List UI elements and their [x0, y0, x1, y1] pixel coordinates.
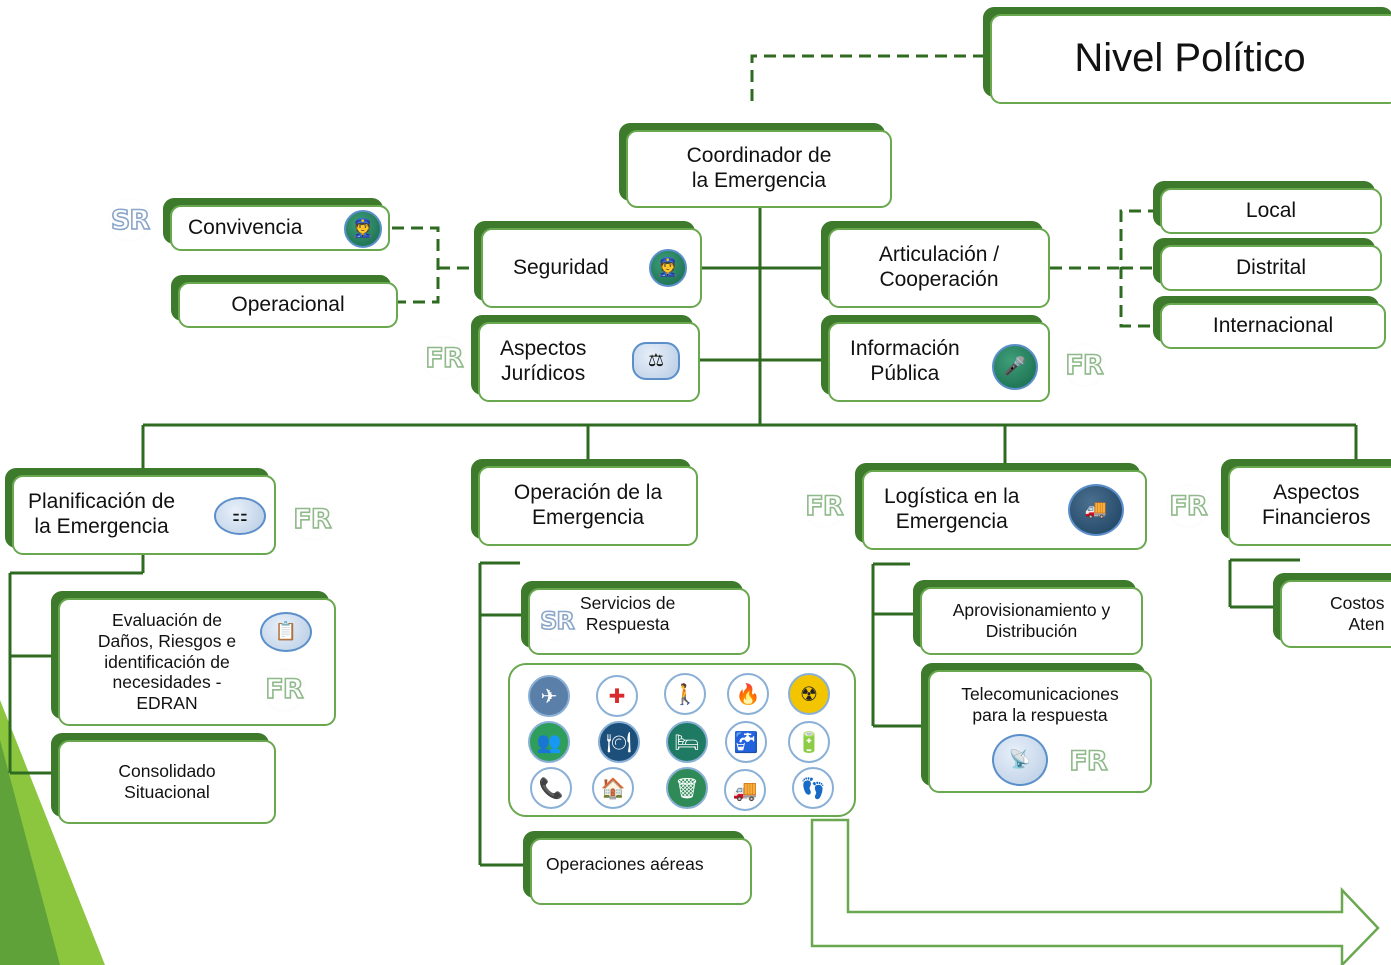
- fr-badge: FR: [1166, 484, 1210, 528]
- articulacion-node: Articulación / Cooperación: [828, 228, 1050, 308]
- aspectos-financieros-node: Aspectos Financieros: [1228, 466, 1391, 546]
- costos-label: Costos Aten: [1330, 593, 1385, 634]
- service-icons-panel: ✈ ✚ 🚶 🔥 ☢ 👥 🍽 🛏 🚰 🔋 📞 🏠 🗑 🚚 👣: [508, 663, 856, 817]
- coordinador-label: Coordinador de la Emergencia: [686, 144, 832, 192]
- telecom-icon: 📞: [530, 767, 572, 809]
- seguridad-label: Seguridad: [513, 255, 609, 279]
- fr-badge: FR: [262, 668, 306, 712]
- hazmat-icon: ☢: [788, 673, 830, 715]
- informacion-publica-label: Información Pública: [850, 337, 960, 385]
- aspectos-financieros-label: Aspectos Financieros: [1262, 481, 1371, 529]
- operaciones-aereas-node: Operaciones aéreas: [530, 838, 752, 905]
- community-icon: 👥: [528, 721, 570, 763]
- fr-badge: FR: [1066, 740, 1110, 784]
- servicios-respuesta-node: SR Servicios de Respuesta: [528, 588, 750, 655]
- flowchart-icon: ⚏: [214, 497, 266, 535]
- operacional-node: Operacional: [178, 282, 398, 328]
- fr-badge: FR: [802, 484, 846, 528]
- waste-icon: 🗑: [666, 767, 708, 809]
- edran-label: Evaluación de Daños, Riesgos e identific…: [97, 610, 237, 713]
- consolidado-node: Consolidado Situacional: [58, 740, 276, 824]
- fr-badge: FR: [290, 497, 334, 541]
- level-label: Distrital: [1235, 255, 1306, 279]
- informacion-publica-node: Información Pública 🎤: [828, 322, 1050, 402]
- page-title: Nivel Político: [1074, 36, 1306, 81]
- fr-badge: FR: [422, 336, 466, 380]
- convivencia-node: Convivencia 👮: [170, 205, 390, 251]
- police-officer-icon: 👮: [649, 249, 687, 287]
- housing-icon: 🏠: [592, 767, 634, 809]
- level-local-node: Local: [1160, 188, 1382, 234]
- logistica-label: Logística en la Emergencia: [884, 485, 1020, 533]
- servicios-respuesta-label: Servicios de Respuesta: [580, 592, 676, 634]
- police-officer-icon: 👮: [344, 210, 382, 248]
- nivel-politico-title-box: Nivel Político: [990, 14, 1391, 104]
- sr-badge: SR: [108, 198, 152, 242]
- costos-node: Costos Aten: [1280, 580, 1391, 648]
- energy-icon: 🔋: [788, 721, 830, 763]
- logistica-node: Logística en la Emergencia 🚚: [862, 470, 1147, 550]
- aprovisionamiento-node: Aprovisionamiento y Distribución: [920, 587, 1143, 655]
- health-icon: ✚: [596, 675, 638, 717]
- planificacion-node: Planificación de la Emergencia ⚏: [12, 475, 276, 555]
- water-icon: 🚰: [725, 721, 767, 763]
- coordinador-node: Coordinador de la Emergencia: [626, 130, 892, 208]
- telecomunicaciones-label: Telecomunicaciones para la respuesta: [961, 684, 1119, 725]
- fire-icon: 🔥: [727, 673, 769, 715]
- convivencia-label: Convivencia: [188, 215, 303, 239]
- seguridad-node: Seguridad 👮: [481, 228, 702, 308]
- operacional-label: Operacional: [231, 292, 345, 316]
- gavel-icon: ⚖: [632, 342, 680, 380]
- transport-icon: 🚚: [724, 769, 766, 811]
- planificacion-label: Planificación de la Emergencia: [28, 490, 176, 538]
- decorative-green-triangle: [0, 700, 105, 965]
- aprovisionamiento-label: Aprovisionamiento y Distribución: [952, 600, 1111, 641]
- security-person-icon: 🚶: [664, 673, 706, 715]
- search-rescue-icon: ✈: [528, 675, 570, 717]
- footprints-icon: 👣: [792, 767, 834, 809]
- telecomunicaciones-node: Telecomunicaciones para la respuesta 📡 F…: [928, 670, 1152, 793]
- articulacion-label: Articulación / Cooperación: [878, 243, 1000, 291]
- operacion-node: Operación de la Emergencia: [478, 466, 698, 546]
- level-distrital-node: Distrital: [1160, 245, 1382, 291]
- antenna-tower-icon: 📡: [992, 734, 1048, 786]
- food-icon: 🍽: [598, 721, 640, 763]
- edran-node: Evaluación de Daños, Riesgos e identific…: [58, 598, 336, 726]
- operacion-label: Operación de la Emergencia: [513, 481, 663, 529]
- accommodation-icon: 🛏: [666, 721, 708, 763]
- microphone-icon: 🎤: [992, 344, 1038, 390]
- sr-badge: SR: [538, 602, 576, 641]
- aspectos-juridicos-label: Aspectos Jurídicos: [500, 337, 587, 385]
- operaciones-aereas-label: Operaciones aéreas: [546, 854, 704, 875]
- fr-badge: FR: [1062, 343, 1106, 387]
- truck-icon: 🚚: [1068, 484, 1124, 536]
- level-label: Internacional: [1212, 313, 1334, 337]
- clipboard-icon: 📋: [260, 612, 312, 652]
- level-label: Local: [1245, 198, 1297, 222]
- aspectos-juridicos-node: Aspectos Jurídicos ⚖: [478, 322, 700, 402]
- level-internacional-node: Internacional: [1160, 303, 1386, 349]
- consolidado-label: Consolidado Situacional: [118, 761, 216, 802]
